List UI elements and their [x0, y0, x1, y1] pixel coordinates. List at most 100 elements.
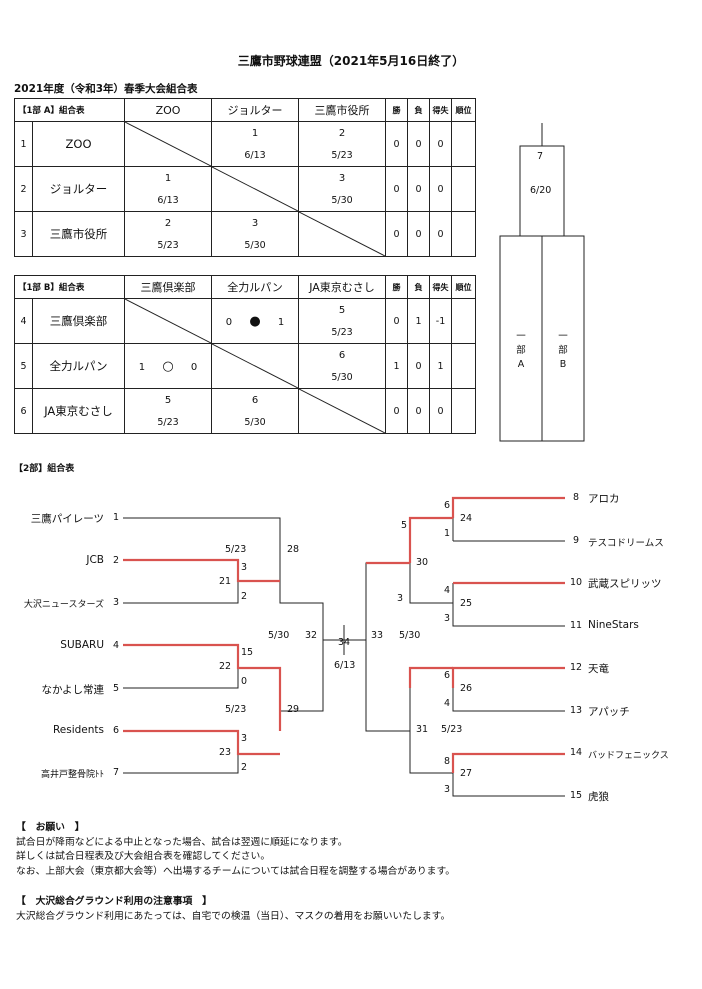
- team-name: 三鷹市役所: [31, 211, 126, 257]
- team-number: 2: [113, 555, 120, 566]
- rank: [451, 298, 477, 344]
- page-subtitle: 2021年度（令和3年）春季大会組合表: [14, 83, 198, 95]
- game-date: 5/23: [225, 544, 247, 555]
- team-number: 13: [570, 705, 583, 716]
- team-label: アパッチ: [588, 706, 630, 718]
- team-number: 6: [113, 725, 120, 736]
- game-number: 32: [305, 630, 318, 641]
- rank: [451, 121, 477, 167]
- request-line: 詳しくは試合日程表及び大会組合表を確認してください。: [16, 851, 271, 862]
- game-number: 1: [251, 127, 259, 139]
- league-a-table: 【1部 A】組合表 ZOO ジョルター 三鷹市役所 勝 負 得失 順位 1 ZO…: [13, 98, 477, 257]
- game-date: 6/13: [157, 194, 179, 206]
- game-number: 6: [338, 349, 346, 361]
- team-label: 三鷹パイレーツ: [30, 513, 104, 525]
- score: 2: [241, 591, 248, 602]
- team-number: 14: [570, 747, 583, 758]
- score-right: 1: [277, 316, 285, 328]
- game-number: 2: [338, 127, 346, 139]
- team-number: 10: [570, 577, 583, 588]
- game-number: 22: [219, 661, 232, 672]
- request-heading: 【 お願い 】: [16, 822, 85, 833]
- league-b-table: 【1部 B】組合表 三鷹倶楽部 全力ルパン JA東京むさし 勝 負 得失 順位 …: [13, 275, 477, 434]
- game-number: 1: [164, 172, 172, 184]
- team-name: JA東京むさし: [31, 388, 126, 434]
- team-number: 3: [113, 597, 120, 608]
- team-label: なかよし常連: [41, 684, 104, 696]
- score: 2: [241, 762, 248, 773]
- stat-header: 順位: [451, 275, 477, 299]
- game-number: 6: [251, 394, 259, 406]
- team-label: 天竜: [588, 663, 609, 675]
- score: 6: [444, 670, 451, 681]
- request-notes: 【 お願い 】 試合日が降雨などによる中止となった場合、試合は翌週に順延になりま…: [16, 821, 455, 879]
- stat-header: 順位: [451, 98, 477, 122]
- score: 4: [444, 698, 451, 709]
- game-number: 23: [219, 747, 232, 758]
- game-number: 27: [460, 768, 473, 779]
- match-cell: 6 5/30: [298, 343, 387, 389]
- team-number: 15: [570, 790, 583, 801]
- score: 15: [241, 647, 254, 658]
- team-number: 12: [570, 662, 583, 673]
- match-cell: 1 6/13: [124, 166, 213, 212]
- game-number: 2: [164, 217, 172, 229]
- game-number: 29: [287, 704, 300, 715]
- game-number: 31: [416, 724, 429, 735]
- col-header: 三鷹市役所: [298, 98, 387, 122]
- team-name: 全力ルパン: [31, 343, 126, 389]
- score: 0: [241, 676, 248, 687]
- team-number: 5: [113, 683, 120, 694]
- request-line: 試合日が降雨などによる中止となった場合、試合は翌週に順延になります。: [16, 836, 348, 848]
- score: 3: [241, 733, 248, 744]
- score: 1: [444, 528, 451, 539]
- match-cell: 2 5/23: [124, 211, 213, 257]
- team-number: 8: [573, 492, 580, 503]
- game-date: 6/13: [334, 660, 356, 671]
- game-number: 5: [164, 394, 172, 406]
- team-label: バッドフェニックス: [588, 751, 669, 761]
- team-label: Residents: [52, 724, 104, 736]
- ground-line: 大沢総合グラウンド利用にあたっては、自宅での検温（当日）、マスクの着用をお願いい…: [16, 910, 451, 922]
- game-date: 5/23: [331, 326, 353, 338]
- final-left-slot: 一部A: [516, 331, 526, 370]
- game-date: 5/30: [244, 239, 266, 251]
- game-number: 34: [338, 637, 351, 648]
- game-date: 5/30: [399, 630, 421, 641]
- game-date: 5/23: [157, 239, 179, 251]
- team-number: 4: [113, 640, 120, 651]
- game-number: 30: [416, 557, 429, 568]
- team-label: テスコドリームス: [588, 538, 664, 549]
- score: 3: [241, 562, 248, 573]
- score: 5: [401, 520, 408, 531]
- match-cell: 6 5/30: [211, 388, 300, 434]
- final-game-date: 6/20: [530, 185, 552, 196]
- ground-notes: 【 大沢総合グラウンド利用の注意事項 】 大沢総合グラウンド利用にあたっては、自…: [16, 895, 450, 924]
- game-number: 21: [219, 576, 232, 587]
- game-date: 5/30: [268, 630, 290, 641]
- final-right-slot: 一部B: [558, 331, 568, 370]
- final-game-number: 7: [537, 151, 544, 162]
- win-mark-icon: ○: [162, 358, 174, 374]
- score-right: 0: [190, 361, 198, 373]
- score: 3: [444, 613, 451, 624]
- team-number: 7: [113, 767, 120, 778]
- rank: [451, 211, 477, 257]
- team-label: JCB: [86, 554, 104, 566]
- game-number: 25: [460, 598, 473, 609]
- game-date: 5/30: [331, 371, 353, 383]
- game-date: 5/30: [244, 416, 266, 428]
- game-number: 26: [460, 683, 473, 694]
- result-cell: 0 ● 1: [211, 298, 300, 344]
- game-date: 5/30: [331, 194, 353, 206]
- team-number: 11: [570, 620, 583, 631]
- score: 3: [444, 784, 451, 795]
- team-label: SUBARU: [60, 639, 104, 651]
